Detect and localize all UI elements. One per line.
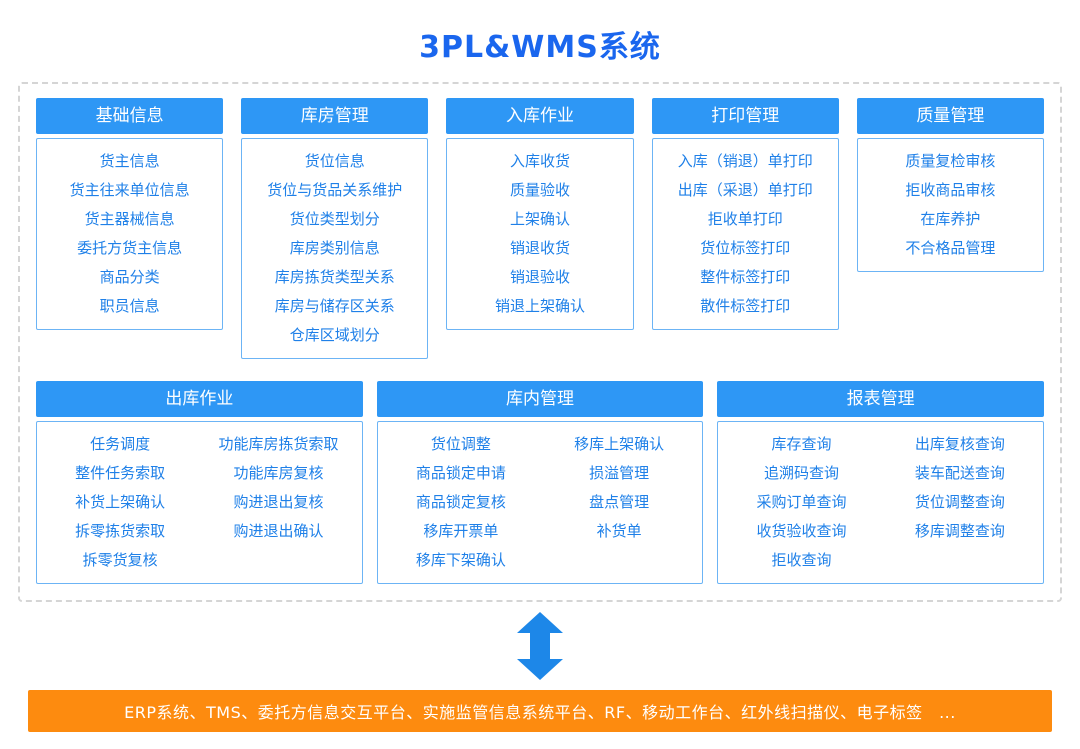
modules-container: 基础信息 货主信息 货主往来单位信息 货主器械信息 委托方货主信息 商品分类 职… [18, 82, 1062, 602]
module-item: 整件任务索取 [75, 464, 166, 482]
module-item: 收货验收查询 [756, 522, 847, 540]
module-header: 出库作业 [36, 381, 363, 417]
module-item: 销退收货 [510, 239, 571, 257]
module-item: 采购订单查询 [756, 493, 847, 511]
module-column-left: 库存查询 追溯码查询 采购订单查询 收货验收查询 拒收查询 [722, 430, 880, 575]
module-item: 仓库区域划分 [289, 326, 380, 344]
module-header: 入库作业 [446, 98, 634, 134]
module-item: 质量复检审核 [905, 152, 996, 170]
module-card-inwarehouse-mgmt: 库内管理 货位调整 商品锁定申请 商品锁定复核 移库开票单 移库下架确认 移库上… [376, 381, 704, 584]
module-item: 购进退出复核 [233, 493, 324, 511]
module-item: 职员信息 [99, 297, 160, 315]
module-item: 库房类别信息 [289, 239, 380, 257]
module-column-right: 移库上架确认 损溢管理 盘点管理 补货单 [540, 430, 698, 575]
external-systems-bar: ERP系统、TMS、委托方信息交互平台、实施监管信息系统平台、RF、移动工作台、… [28, 690, 1052, 732]
module-header: 库房管理 [241, 98, 429, 134]
sync-connector [0, 602, 1080, 690]
module-body: 质量复检审核 拒收商品审核 在库养护 不合格品管理 [856, 138, 1045, 272]
module-header: 基础信息 [36, 98, 224, 134]
module-item: 功能库房拣货索取 [218, 435, 339, 453]
module-item: 货位类型划分 [289, 210, 380, 228]
module-body: 货主信息 货主往来单位信息 货主器械信息 委托方货主信息 商品分类 职员信息 [36, 138, 224, 330]
module-column-right: 出库复核查询 装车配送查询 货位调整查询 移库调整查询 [881, 430, 1039, 575]
module-item: 商品锁定申请 [415, 464, 506, 482]
module-card-quality-mgmt: 质量管理 质量复检审核 拒收商品审核 在库养护 不合格品管理 [856, 98, 1045, 272]
module-item: 货主信息 [99, 152, 160, 170]
module-column-left: 任务调度 整件任务索取 补货上架确认 拆零拣货索取 拆零货复核 [41, 430, 199, 575]
module-item: 质量验收 [510, 181, 571, 199]
module-body: 入库（销退）单打印 出库（采退）单打印 拒收单打印 货位标签打印 整件标签打印 … [651, 138, 839, 330]
module-item: 出库复核查询 [914, 435, 1005, 453]
modules-row-1: 基础信息 货主信息 货主往来单位信息 货主器械信息 委托方货主信息 商品分类 职… [36, 98, 1045, 359]
module-item: 移库开票单 [423, 522, 499, 540]
module-item: 移库上架确认 [574, 435, 665, 453]
module-item: 移库下架确认 [415, 551, 506, 569]
module-item: 散件标签打印 [700, 297, 791, 315]
module-item: 拒收查询 [771, 551, 832, 569]
module-item: 补货上架确认 [75, 493, 166, 511]
module-header: 库内管理 [376, 381, 704, 417]
modules-row-2: 出库作业 任务调度 整件任务索取 补货上架确认 拆零拣货索取 拆零货复核 功能库… [36, 381, 1045, 584]
module-item: 功能库房复核 [233, 464, 324, 482]
module-item: 拒收单打印 [707, 210, 783, 228]
module-item: 库存查询 [771, 435, 832, 453]
module-card-report-mgmt: 报表管理 库存查询 追溯码查询 采购订单查询 收货验收查询 拒收查询 出库复核查… [717, 381, 1045, 584]
module-item: 入库收货 [510, 152, 571, 170]
double-arrow-icon [517, 612, 563, 680]
module-card-warehouse-mgmt: 库房管理 货位信息 货位与货品关系维护 货位类型划分 库房类别信息 库房拣货类型… [241, 98, 429, 359]
module-item: 拒收商品审核 [905, 181, 996, 199]
module-card-inbound-ops: 入库作业 入库收货 质量验收 上架确认 销退收货 销退验收 销退上架确认 [446, 98, 634, 330]
module-card-basic-info: 基础信息 货主信息 货主往来单位信息 货主器械信息 委托方货主信息 商品分类 职… [36, 98, 224, 330]
module-item: 货主往来单位信息 [69, 181, 190, 199]
module-item: 在库养护 [920, 210, 981, 228]
module-item: 委托方货主信息 [77, 239, 183, 257]
module-card-outbound-ops: 出库作业 任务调度 整件任务索取 补货上架确认 拆零拣货索取 拆零货复核 功能库… [36, 381, 363, 584]
module-item: 追溯码查询 [764, 464, 840, 482]
module-item: 任务调度 [90, 435, 151, 453]
module-item: 销退上架确认 [495, 297, 586, 315]
module-column-right: 功能库房拣货索取 功能库房复核 购进退出复核 购进退出确认 [199, 430, 357, 575]
module-body: 库存查询 追溯码查询 采购订单查询 收货验收查询 拒收查询 出库复核查询 装车配… [717, 421, 1045, 584]
module-header: 报表管理 [717, 381, 1045, 417]
module-body: 货位信息 货位与货品关系维护 货位类型划分 库房类别信息 库房拣货类型关系 库房… [241, 138, 429, 359]
module-item: 上架确认 [510, 210, 571, 228]
module-item: 货位调整 [430, 435, 491, 453]
module-card-print-mgmt: 打印管理 入库（销退）单打印 出库（采退）单打印 拒收单打印 货位标签打印 整件… [651, 98, 839, 330]
module-item: 整件标签打印 [700, 268, 791, 286]
module-body: 入库收货 质量验收 上架确认 销退收货 销退验收 销退上架确认 [446, 138, 634, 330]
module-item: 货位标签打印 [700, 239, 791, 257]
module-item: 入库（销退）单打印 [677, 152, 813, 170]
module-item: 购进退出确认 [233, 522, 324, 540]
module-item: 拆零拣货索取 [75, 522, 166, 540]
module-item: 销退验收 [510, 268, 571, 286]
module-item: 移库调整查询 [914, 522, 1005, 540]
module-body: 任务调度 整件任务索取 补货上架确认 拆零拣货索取 拆零货复核 功能库房拣货索取… [36, 421, 363, 584]
module-item: 商品锁定复核 [415, 493, 506, 511]
module-item: 盘点管理 [589, 493, 650, 511]
module-item: 拆零货复核 [82, 551, 158, 569]
module-item: 货位与货品关系维护 [267, 181, 403, 199]
module-item: 装车配送查询 [914, 464, 1005, 482]
module-header: 打印管理 [651, 98, 839, 134]
module-item: 货主器械信息 [84, 210, 175, 228]
module-header: 质量管理 [856, 98, 1045, 134]
module-item: 货位信息 [304, 152, 365, 170]
module-item: 出库（采退）单打印 [677, 181, 813, 199]
module-item: 商品分类 [99, 268, 160, 286]
module-item: 不合格品管理 [905, 239, 996, 257]
diagram-title: 3PL&WMS系统 [419, 30, 661, 65]
module-item: 库房与储存区关系 [274, 297, 395, 315]
module-item: 库房拣货类型关系 [274, 268, 395, 286]
module-item: 货位调整查询 [914, 493, 1005, 511]
module-column-left: 货位调整 商品锁定申请 商品锁定复核 移库开票单 移库下架确认 [382, 430, 540, 575]
module-item: 补货单 [596, 522, 642, 540]
module-item: 损溢管理 [589, 464, 650, 482]
module-body: 货位调整 商品锁定申请 商品锁定复核 移库开票单 移库下架确认 移库上架确认 损… [376, 421, 704, 584]
